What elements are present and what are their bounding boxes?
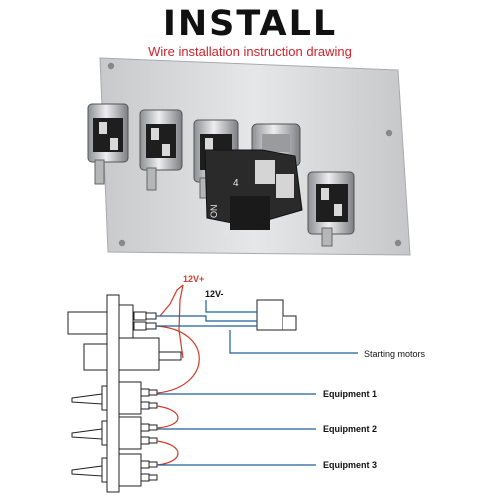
neutral-wires: [156, 300, 358, 466]
equipment-switch-1: [71, 381, 158, 415]
mounting-hole: [107, 62, 115, 70]
page-title: INSTALL: [162, 4, 338, 44]
equipment-switch-2: [71, 416, 158, 450]
starter-label: Starting motors: [364, 349, 426, 359]
equipment-switch-3: [71, 453, 158, 487]
starter-solenoid: [256, 299, 297, 331]
key-switch-section: [83, 337, 182, 371]
mounting-hole: [385, 129, 393, 137]
equipment-label-3: Equipment 3: [323, 460, 377, 470]
start-button: [67, 304, 157, 340]
equipment-label-1: Equipment 1: [323, 389, 377, 399]
positive-wires: [155, 284, 200, 466]
toggle-switch-2: [139, 109, 183, 191]
key-ignition-switch: 4 ON 3: [204, 123, 303, 238]
page-subtitle: Wire installation instruction drawing: [148, 44, 352, 59]
toggle-switch-1: [87, 103, 129, 185]
panel-section: [106, 294, 120, 493]
mounting-hole: [394, 239, 402, 247]
key-terminal-number: 3: [222, 228, 227, 238]
key-terminal-number: 4: [233, 178, 239, 189]
positive-label: 12V+: [183, 274, 204, 284]
mounting-hole: [118, 239, 126, 247]
toggle-switch-5: [307, 171, 355, 247]
equipment-label-2: Equipment 2: [323, 424, 377, 434]
negative-label: 12V-: [205, 289, 224, 299]
key-terminal-on: ON: [209, 205, 219, 219]
